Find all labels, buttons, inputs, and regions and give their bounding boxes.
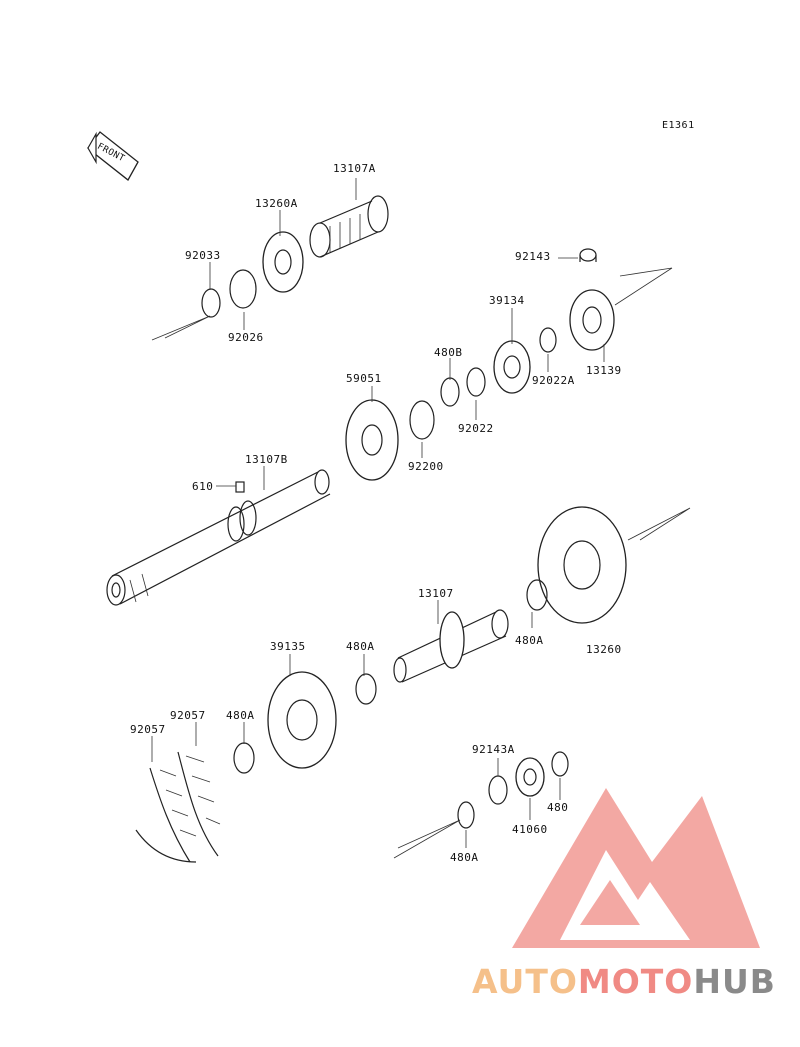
- label-13260A: 13260A: [255, 197, 298, 210]
- washer-92022A: [539, 327, 557, 353]
- label-480: 480: [547, 801, 569, 814]
- watermark-moto: MOTO: [577, 962, 694, 1001]
- shaft-13107: [393, 609, 509, 683]
- gear-39134: [493, 340, 531, 394]
- watermark-hub: HUB: [693, 962, 776, 1001]
- watermark-logo-icon: [512, 788, 760, 948]
- label-92200: 92200: [408, 460, 444, 473]
- label-92022: 92022: [458, 422, 494, 435]
- hub-41060: [515, 757, 545, 797]
- bearing-92057: [135, 751, 221, 863]
- label-13107: 13107: [418, 587, 454, 600]
- gear-39135: [267, 671, 337, 769]
- bushing-92143A: [488, 775, 508, 805]
- label-610: 610: [192, 480, 214, 493]
- direction-lines: [151, 267, 691, 859]
- circlip-480: [551, 751, 569, 777]
- gear-13260: [537, 506, 627, 624]
- washer-92026: [229, 269, 257, 309]
- circlip-92033: [201, 288, 221, 318]
- label-13260: 13260: [586, 643, 622, 656]
- circlip-480A-bottom: [457, 801, 475, 829]
- label-41060: 41060: [512, 823, 548, 836]
- label-92143: 92143: [515, 250, 551, 263]
- label-92057-a: 92057: [130, 723, 166, 736]
- shaft-13107B: [106, 469, 331, 606]
- label-92022A: 92022A: [532, 374, 575, 387]
- sprocket-59051: [345, 399, 399, 481]
- label-480A-mid: 480A: [346, 640, 375, 653]
- diagram-code: E1361: [662, 120, 695, 131]
- label-92057-b: 92057: [170, 709, 206, 722]
- gear-13139: [569, 289, 615, 351]
- label-39134: 39134: [489, 294, 525, 307]
- watermark-auto: AUTO: [472, 962, 578, 1001]
- washer-92200: [409, 400, 435, 440]
- label-13107B: 13107B: [245, 453, 288, 466]
- sleeve-13107A: [309, 195, 389, 258]
- circlip-480A-top: [526, 579, 548, 611]
- label-92033: 92033: [185, 249, 221, 262]
- label-59051: 59051: [346, 372, 382, 385]
- circlip-480A-left: [233, 742, 255, 774]
- label-leaders: [151, 178, 605, 848]
- label-480B: 480B: [434, 346, 463, 359]
- circlip-480B: [440, 377, 460, 407]
- label-13139: 13139: [586, 364, 622, 377]
- front-arrow-icon: [87, 131, 139, 181]
- label-480A-bottom: 480A: [450, 851, 479, 864]
- washer-92022: [466, 367, 486, 397]
- label-480A-left: 480A: [226, 709, 255, 722]
- label-92143A: 92143A: [472, 743, 515, 756]
- bushing-92143: [579, 248, 597, 262]
- label-92026: 92026: [228, 331, 264, 344]
- label-13107A: 13107A: [333, 162, 376, 175]
- circlip-480A-mid: [355, 673, 377, 705]
- gear-13260A: [262, 231, 304, 293]
- watermark-text: AUTOMOTOHUB: [472, 962, 776, 1001]
- label-480A-top: 480A: [515, 634, 544, 647]
- label-39135: 39135: [270, 640, 306, 653]
- pin-610: [235, 481, 245, 493]
